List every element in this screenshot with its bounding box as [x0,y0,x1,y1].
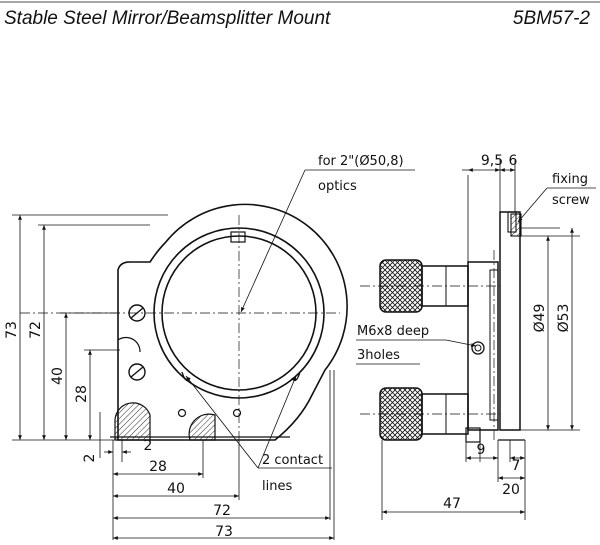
dim-front-width-28: 28 [149,459,167,475]
dim-side-dia-53: Ø53 [556,304,572,333]
fixing-screw-label: fixing [552,172,588,187]
side-centerlines [360,250,500,440]
side-dimension-lines [356,160,596,520]
contact-lines-label: 2 contact [262,453,323,468]
side-front-plate [499,211,521,431]
mounting-hole-right [232,408,242,418]
optics-size-label: for 2"(Ø50,8) [318,154,404,169]
dim-front-height-28: 28 [74,385,90,403]
dim-front-height-72: 72 [28,321,44,339]
spring-pocket [117,336,141,353]
m6-holes-count-label: 3holes [357,348,400,363]
dim-side-9-5: 9,5 [481,153,503,169]
front-view [110,203,348,441]
mounting-hole-left [177,408,187,418]
front-dimension-lines [12,169,415,540]
dim-front-height-2: 2 [82,454,98,463]
dim-side-dia-49: Ø49 [532,304,548,333]
spring-cutout-left [114,402,151,441]
dim-front-width-2: 2 [144,438,153,454]
dim-front-width-73: 73 [215,524,233,540]
dim-front-height-73: 73 [4,321,20,339]
dim-side-bottom-7: 7 [512,458,521,474]
contact-lines-label-2: lines [262,479,292,494]
dim-front-width-40: 40 [167,481,185,497]
drawing-title: Stable Steel Mirror/Beamsplitter Mount [4,8,331,29]
adjuster-screw-lower [128,363,146,381]
front-centerlines [20,215,340,440]
fixing-screw-head [510,213,522,237]
part-number: 5BM57-2 [512,8,590,29]
dim-front-height-40: 40 [50,367,66,385]
spring-cutout-middle [188,413,216,441]
dim-front-width-72: 72 [213,503,231,519]
optics-label: optics [318,179,357,194]
dim-side-bottom-9: 9 [477,442,486,458]
mount-body-outline [117,203,348,441]
dim-side-bottom-47: 47 [443,496,461,512]
top-set-screw [230,231,246,243]
m6-mounting-hole [471,341,485,355]
dim-side-6: 6 [509,153,518,169]
fixing-screw-label-2: screw [552,193,590,208]
m6-holes-label: M6x8 deep [357,324,429,339]
dim-side-bottom-20: 20 [502,482,520,498]
